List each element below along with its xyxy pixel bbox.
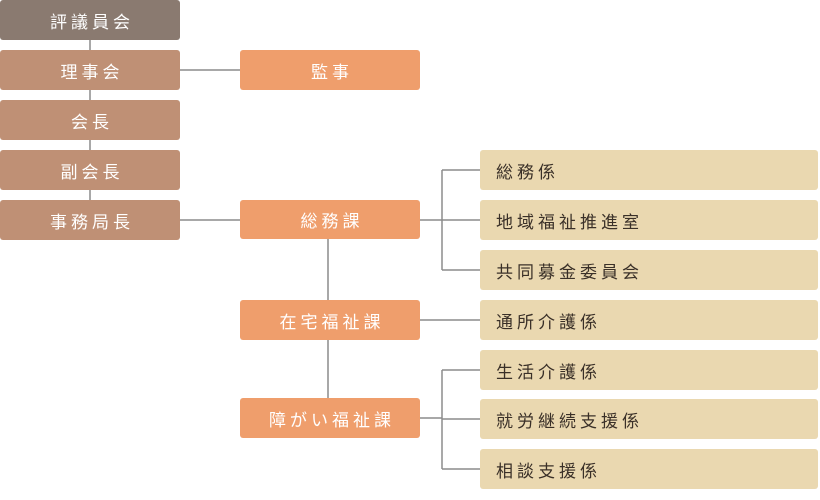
unit-label: 通所介護係 (496, 312, 601, 333)
unit-label: 総務係 (496, 162, 559, 183)
chairman-label: 会長 (71, 112, 113, 133)
council-label: 評議員会 (50, 12, 134, 33)
general-affairs-dept-box: 総務課 (240, 200, 420, 239)
secretary-general-box: 事務局長 (0, 200, 180, 240)
secretary-general-label: 事務局長 (50, 212, 134, 233)
board-label: 理事会 (60, 62, 124, 83)
vice-chairman-label: 副会長 (60, 162, 124, 183)
unit-label: 地域福祉推進室 (496, 212, 643, 233)
disability-welfare-dept-box: 障がい福祉課 (240, 398, 420, 438)
home-welfare-dept-box: 在宅福祉課 (240, 300, 420, 340)
unit-label: 相談支援係 (496, 461, 601, 482)
home-welfare-dept-label: 在宅福祉課 (279, 312, 385, 333)
unit-box: 総務係 (480, 150, 818, 190)
disability-welfare-dept-label: 障がい福祉課 (269, 410, 395, 431)
unit-label: 共同募金委員会 (496, 262, 643, 283)
auditor-label: 監事 (311, 62, 353, 83)
unit-box: 生活介護係 (480, 350, 818, 390)
chairman-box: 会長 (0, 100, 180, 140)
auditor-box: 監事 (240, 50, 420, 90)
unit-box: 地域福祉推進室 (480, 200, 818, 240)
unit-box: 通所介護係 (480, 300, 818, 340)
board-box: 理事会 (0, 50, 180, 90)
council-box: 評議員会 (0, 0, 180, 40)
unit-box: 相談支援係 (480, 449, 818, 489)
vice-chairman-box: 副会長 (0, 150, 180, 190)
unit-box: 就労継続支援係 (480, 399, 818, 439)
unit-label: 就労継続支援係 (496, 411, 643, 432)
unit-label: 生活介護係 (496, 362, 601, 383)
unit-box: 共同募金委員会 (480, 250, 818, 290)
general-affairs-dept-label: 総務課 (300, 212, 364, 232)
